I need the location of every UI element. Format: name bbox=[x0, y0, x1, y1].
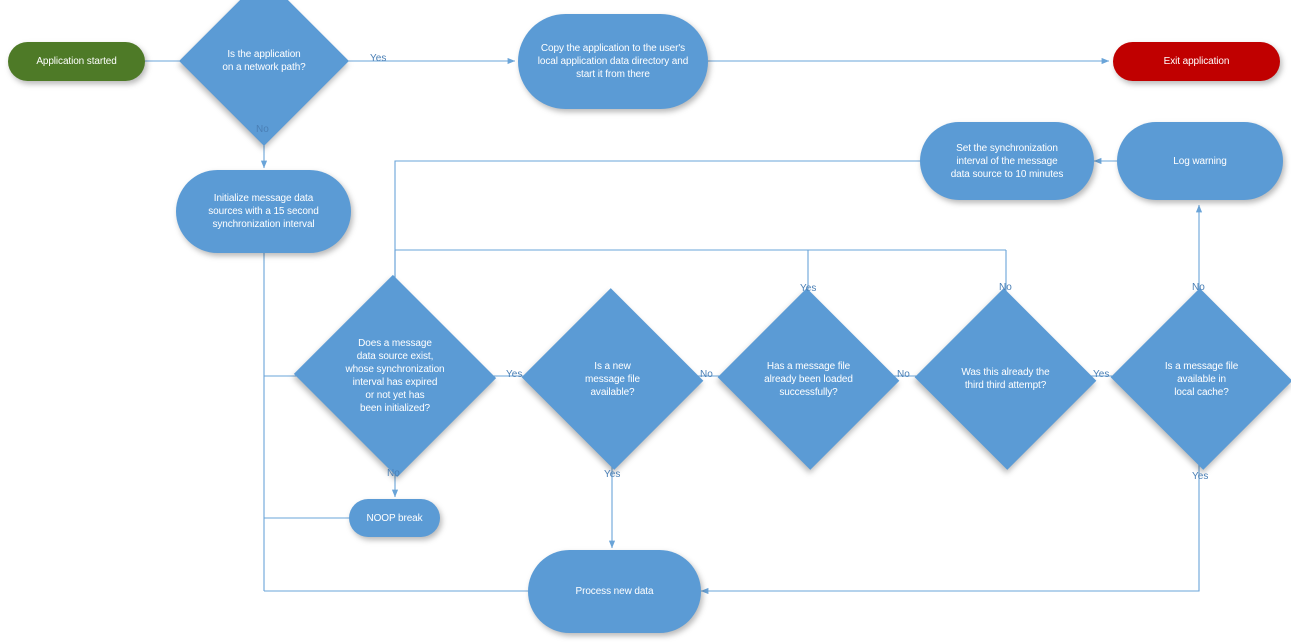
node-decision-data-source-exists[interactable]: Does a message data source exist, whose … bbox=[293, 274, 497, 478]
edge-label-source-no: No bbox=[387, 468, 400, 479]
edge-label-loaded-no: No bbox=[897, 369, 910, 380]
edge-label-cache-yes: Yes bbox=[1192, 471, 1209, 482]
node-label: Is a message file available in local cac… bbox=[1164, 360, 1239, 398]
node-application-started[interactable]: Application started bbox=[8, 42, 145, 81]
edge-label-newfile-yes: Yes bbox=[604, 469, 621, 480]
node-label: Has a message file already been loaded s… bbox=[764, 360, 853, 398]
node-decision-file-in-local-cache[interactable]: Is a message file available in local cac… bbox=[1110, 288, 1291, 470]
edge-label-loaded-yes: Yes bbox=[800, 283, 817, 294]
node-decision-new-message-file[interactable]: Is a new message file available? bbox=[521, 288, 704, 470]
node-decision-file-already-loaded[interactable]: Has a message file already been loaded s… bbox=[717, 288, 900, 470]
edge-label-source-yes: Yes bbox=[506, 369, 523, 380]
node-label: Is a new message file available? bbox=[585, 360, 640, 398]
edge-cache-yes bbox=[700, 436, 1200, 595]
node-noop-break[interactable]: NOOP break bbox=[349, 499, 440, 537]
node-label: Does a message data source exist, whose … bbox=[345, 338, 445, 414]
edge-label-newfile-no: No bbox=[700, 369, 713, 380]
node-decision-network-path[interactable]: Is the application on a network path? bbox=[179, 0, 349, 146]
node-process-new-data[interactable]: Process new data bbox=[528, 550, 701, 633]
node-label: Was this already the third third attempt… bbox=[961, 367, 1050, 391]
node-set-synchronization-interval[interactable]: Set the synchronization interval of the … bbox=[920, 122, 1094, 200]
node-label: Is the application on a network path? bbox=[222, 49, 306, 73]
edge-label-third-no: No bbox=[999, 282, 1012, 293]
node-decision-third-attempt[interactable]: Was this already the third third attempt… bbox=[914, 288, 1097, 470]
node-log-warning[interactable]: Log warning bbox=[1117, 122, 1283, 200]
node-initialize-message-data-sources[interactable]: Initialize message data sources with a 1… bbox=[176, 170, 351, 253]
edge-setinterval-loop bbox=[391, 160, 921, 307]
edge-label-netpath-no: No bbox=[256, 124, 269, 135]
node-copy-application-local[interactable]: Copy the application to the user's local… bbox=[518, 14, 708, 109]
edge-label-third-yes: Yes bbox=[1093, 369, 1110, 380]
node-exit-application[interactable]: Exit application bbox=[1113, 42, 1280, 81]
edge-label-netpath-yes: Yes bbox=[370, 53, 387, 64]
edge-label-cache-no: No bbox=[1192, 282, 1205, 293]
